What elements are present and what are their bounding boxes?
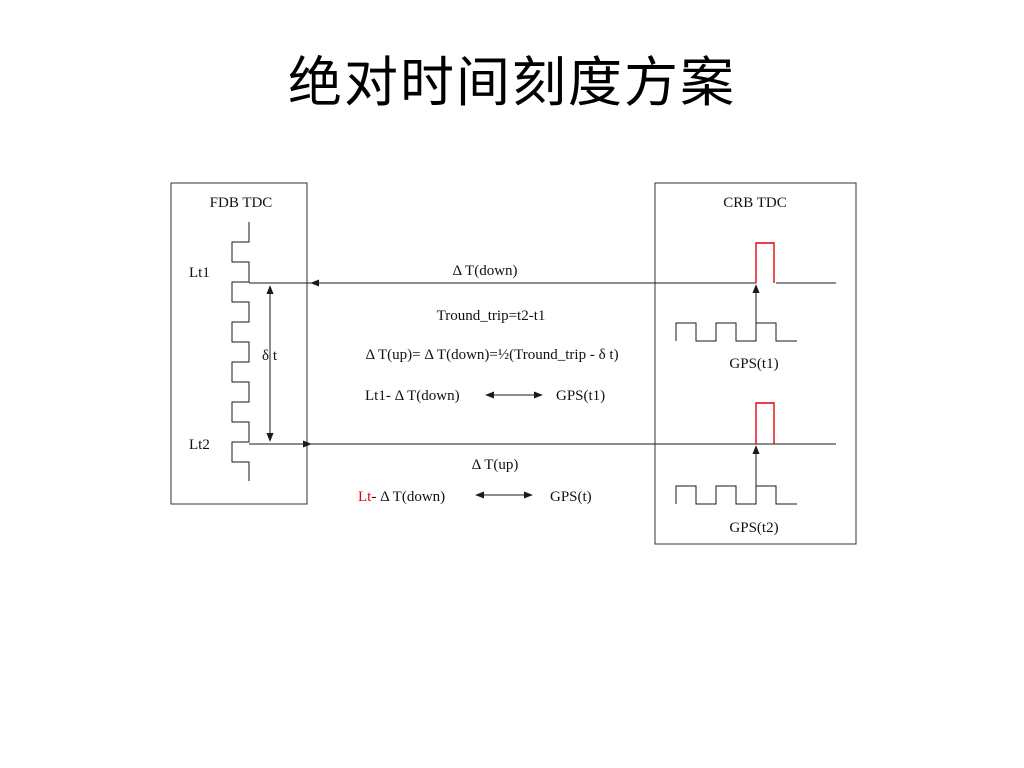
delay-formula-text: Δ T(up)= Δ T(down)=½(Tround_trip - δ t) (365, 347, 618, 363)
slide-title: 绝对时间刻度方案 (288, 51, 736, 114)
gps-t1-label: GPS(t1) (729, 356, 778, 372)
mapping2-left: Lt- Δ T(down) (358, 489, 445, 505)
crb-tdc-title: CRB TDC (723, 195, 787, 211)
fdb-tdc-box (170, 182, 308, 505)
mapping1-left: Lt1- Δ T(down) (365, 388, 460, 404)
crb-tdc-box (654, 182, 857, 545)
round-trip-text: Tround_trip=t2-t1 (437, 308, 546, 324)
mapping2-right: GPS(t) (550, 489, 592, 505)
delta-t-up-label: Δ T(up) (472, 457, 519, 473)
mapping2-left-red: Lt (358, 489, 372, 505)
fdb-tdc-title: FDB TDC (210, 195, 273, 211)
bottom-red-pulse (755, 402, 775, 444)
delta-t-down-label: Δ T(down) (452, 263, 517, 279)
lt1-label: Lt1 (189, 265, 210, 281)
gps-t2-label: GPS(t2) (729, 520, 778, 536)
mapping1-right: GPS(t1) (556, 388, 605, 404)
gps-t1-clock (675, 322, 797, 342)
mapping2-left-rest: - Δ T(down) (371, 489, 445, 505)
lt2-label: Lt2 (189, 437, 210, 453)
top-red-pulse (755, 242, 775, 283)
fdb-clock-waveform (231, 222, 250, 481)
gps-t2-clock (675, 485, 797, 505)
delta-t-label: δ t (262, 348, 278, 364)
